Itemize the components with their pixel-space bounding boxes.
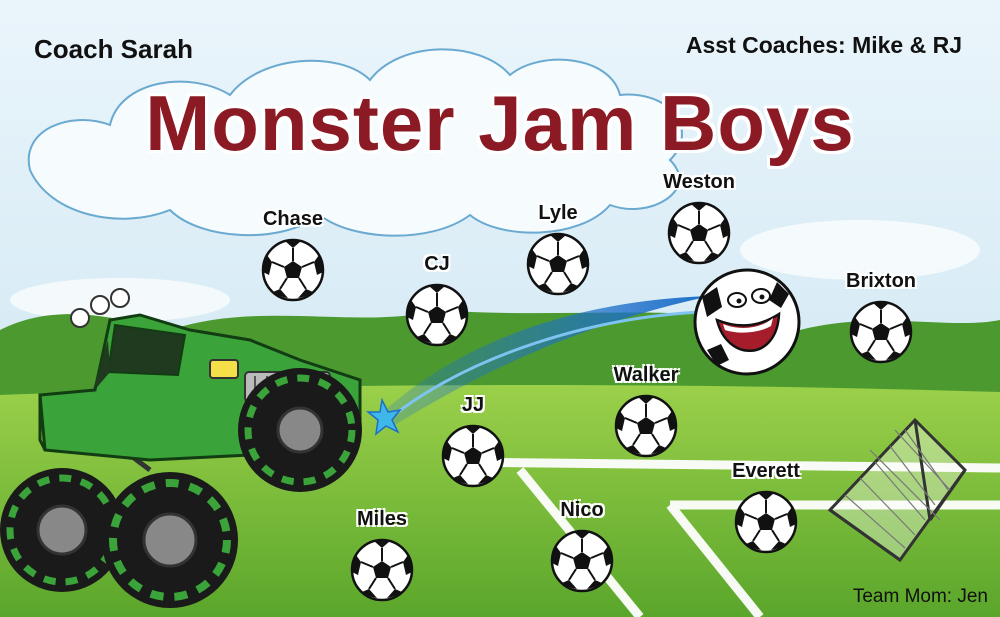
player-chase: Chase — [238, 208, 348, 303]
player-name: Walker — [613, 364, 679, 386]
cartoon-ball-icon — [693, 268, 801, 376]
soccer-ball-icon — [526, 232, 590, 296]
soccer-goal-icon — [827, 417, 967, 563]
player-weston: Weston — [644, 171, 754, 266]
player-name: Nico — [560, 499, 604, 521]
player-name: Weston — [663, 171, 735, 193]
team-title: Monster Jam Boys — [145, 79, 855, 167]
player-everett: Everett — [711, 460, 821, 555]
soccer-ball-icon — [550, 529, 614, 593]
team-mom: Team Mom: Jen — [852, 586, 988, 607]
monster-truck-icon — [0, 288, 362, 608]
player-cj: CJ — [382, 253, 492, 348]
player-walker: Walker — [591, 364, 701, 459]
soccer-ball-icon — [667, 201, 731, 265]
player-brixton: Brixton — [826, 270, 936, 365]
cloud-icon — [27, 48, 683, 237]
coach-name: Coach Sarah — [34, 34, 193, 64]
impact-star-icon — [365, 397, 402, 436]
player-name: Everett — [732, 460, 800, 482]
player-lyle: Lyle — [503, 202, 613, 297]
soccer-ball-icon — [734, 490, 798, 554]
player-name: Brixton — [846, 270, 916, 292]
player-name: Lyle — [538, 202, 578, 224]
player-jj: JJ — [418, 394, 528, 489]
soccer-ball-icon — [405, 283, 469, 347]
soccer-ball-icon — [261, 238, 325, 302]
soccer-ball-icon — [849, 300, 913, 364]
player-miles: Miles — [327, 508, 437, 603]
player-name: CJ — [424, 253, 450, 275]
player-name: Miles — [356, 508, 408, 530]
player-name: Chase — [262, 208, 324, 230]
soccer-ball-icon — [350, 538, 414, 602]
soccer-ball-icon — [441, 424, 505, 488]
assistant-coaches: Asst Coaches: Mike & RJ — [685, 32, 962, 58]
player-name: JJ — [461, 394, 485, 416]
soccer-ball-icon — [614, 394, 678, 458]
player-nico: Nico — [527, 499, 637, 594]
